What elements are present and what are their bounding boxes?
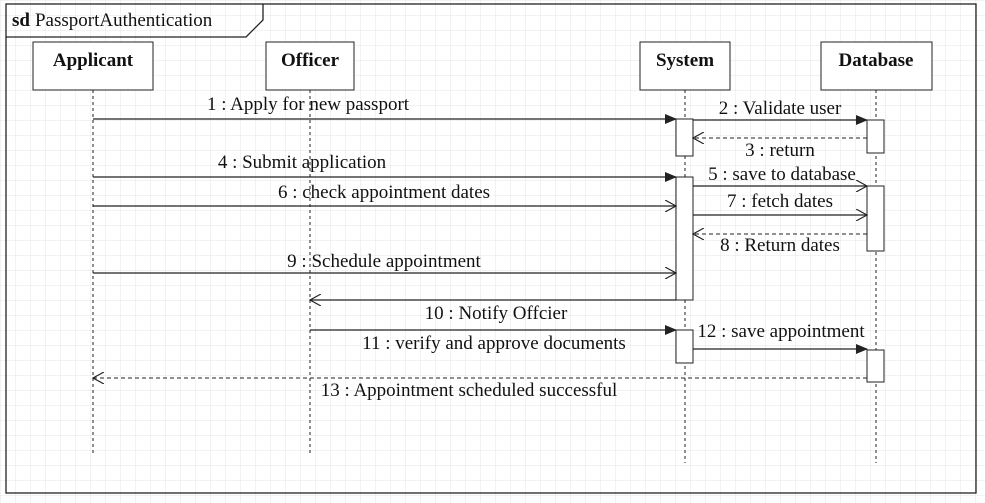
message-13-number: 13 — [321, 380, 340, 401]
message-6-sep: : — [287, 182, 302, 203]
message-5-number: 5 — [708, 164, 718, 185]
activation-system-2 — [675, 176, 694, 301]
message-13[interactable]: 13 : Appointment scheduled successful — [93, 378, 867, 401]
message-7-number: 7 — [727, 191, 737, 212]
message-5[interactable]: 5 : save to database — [693, 164, 867, 186]
lifeline-officer-label: Officer — [281, 50, 340, 71]
message-2[interactable]: 2 : Validate user — [693, 98, 868, 125]
lifeline-officer-head[interactable] — [265, 41, 355, 91]
activation-database-3 — [866, 349, 885, 383]
message-7[interactable]: 7 : fetch dates — [693, 191, 867, 215]
message-6-text: check appointment dates — [302, 182, 490, 203]
message-11-label: 11 : verify and approve documents — [362, 333, 626, 354]
message-4-number: 4 — [218, 152, 228, 173]
message-8-sep: : — [730, 235, 745, 256]
message-9[interactable]: 9 : Schedule appointment — [93, 251, 676, 273]
lifeline-applicant-head[interactable] — [32, 41, 154, 91]
activation-database-2 — [866, 185, 885, 252]
message-3-number: 3 — [745, 140, 755, 161]
message-10[interactable]: 10 : Notify Offcier — [310, 300, 676, 324]
message-2-label: 2 : Validate user — [719, 98, 842, 119]
message-11-sep: : — [380, 333, 395, 354]
message-11-text: verify and approve documents — [395, 333, 626, 354]
frame-title-tab — [6, 4, 264, 38]
message-4[interactable]: 4 : Submit application — [93, 152, 677, 182]
message-11-number: 11 — [362, 333, 380, 354]
message-13-sep: : — [340, 380, 354, 401]
message-8-number: 8 — [720, 235, 730, 256]
message-4-sep: : — [227, 152, 242, 173]
lifeline-system-head[interactable] — [639, 41, 731, 91]
lifeline-system[interactable]: System — [639, 41, 731, 463]
message-1-text: Apply for new passport — [230, 94, 410, 115]
message-2-text: Validate user — [743, 98, 842, 119]
message-9-number: 9 — [287, 251, 297, 272]
message-13-text: Appointment scheduled successful — [353, 380, 617, 401]
message-5-label: 5 : save to database — [708, 164, 856, 185]
frame-keyword: sd — [12, 10, 30, 31]
message-12-text: save appointment — [731, 321, 865, 342]
message-1-sep: : — [216, 94, 230, 115]
lifeline-database-head[interactable] — [820, 41, 933, 91]
message-9-text: Schedule appointment — [311, 251, 481, 272]
message-10-label: 10 : Notify Offcier — [425, 303, 568, 324]
message-1-label: 1 : Apply for new passport — [207, 94, 410, 115]
message-13-label: 13 : Appointment scheduled successful — [321, 380, 618, 401]
message-8-label: 8 : Return dates — [720, 235, 840, 256]
message-10-number: 10 — [425, 303, 444, 324]
message-1[interactable]: 1 : Apply for new passport — [93, 94, 677, 124]
activation-system-3 — [675, 329, 694, 364]
message-3[interactable]: 3 : return — [693, 138, 867, 161]
message-3-label: 3 : return — [745, 140, 815, 161]
lifeline-applicant[interactable]: Applicant — [32, 41, 154, 455]
message-1-number: 1 — [207, 94, 217, 115]
message-9-label: 9 : Schedule appointment — [287, 251, 481, 272]
lifeline-database-label: Database — [839, 50, 914, 71]
frame-border — [5, 3, 977, 494]
lifeline-system-label: System — [656, 50, 714, 71]
message-12[interactable]: 12 : save appointment — [693, 321, 868, 354]
message-11[interactable]: 11 : verify and approve documents — [310, 325, 677, 354]
message-9-sep: : — [297, 251, 312, 272]
message-5-sep: : — [718, 164, 733, 185]
message-3-text: return — [769, 140, 815, 161]
message-4-text: Submit application — [242, 152, 387, 173]
message-2-number: 2 — [719, 98, 729, 119]
message-10-text: Notify Offcier — [458, 303, 568, 324]
message-8[interactable]: 8 : Return dates — [693, 234, 867, 256]
lifeline-officer[interactable]: Officer — [265, 41, 355, 455]
message-12-sep: : — [716, 321, 731, 342]
message-7-text: fetch dates — [751, 191, 833, 212]
message-6[interactable]: 6 : check appointment dates — [93, 182, 676, 206]
lifeline-applicant-label: Applicant — [53, 50, 134, 71]
message-4-label: 4 : Submit application — [218, 152, 387, 173]
message-8-text: Return dates — [744, 235, 840, 256]
activation-system-1 — [675, 118, 694, 157]
message-12-number: 12 — [697, 321, 716, 342]
frame-name: PassportAuthentication — [35, 10, 213, 31]
message-7-sep: : — [736, 191, 751, 212]
message-7-label: 7 : fetch dates — [727, 191, 833, 212]
message-12-label: 12 : save appointment — [697, 321, 865, 342]
message-3-sep: : — [755, 140, 770, 161]
message-10-sep: : — [444, 303, 459, 324]
message-2-sep: : — [728, 98, 742, 119]
activation-database-1 — [866, 119, 885, 154]
message-6-number: 6 — [278, 182, 288, 203]
message-6-label: 6 : check appointment dates — [278, 182, 490, 203]
message-5-text: save to database — [732, 164, 855, 185]
